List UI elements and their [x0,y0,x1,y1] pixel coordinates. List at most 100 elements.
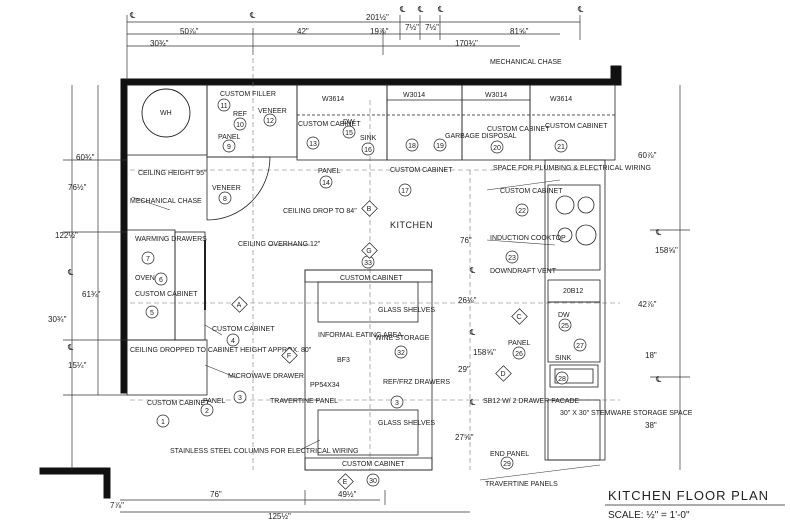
callout-4: 4 [231,338,235,345]
callout-3b: 3 [395,400,399,407]
dim-left-2: 76½" [68,183,87,192]
oven-label: OVEN [135,275,155,282]
callout-5: 5 [150,310,154,317]
sb12-label: SB12 W/ 2 DRAWER FACADE [483,398,580,405]
warming-oven-column [126,229,176,341]
ceiling-drop-label: CEILING DROP TO 84" [283,208,357,215]
bf3-label: BF3 [337,357,350,364]
space-plumbing-label: SPACE FOR PLUMBING & ELECTRICAL WIRING [493,165,651,172]
callout-23: 23 [508,255,516,262]
sink-27-label: SINK [555,355,572,362]
sink-basin [549,364,599,388]
cabinet-labels: MECHANICAL CHASE WH CUSTOM FILLER REF VE… [130,59,693,488]
panel-26-label: PANEL [508,340,531,347]
callout-18: 18 [408,143,416,150]
dim-top-9: 30¾" [150,39,169,48]
dim-top-2: 42" [297,27,309,36]
marker-d: D [500,371,505,378]
island [304,269,433,471]
plan-scale: SCALE: ½" = 1'-0" [608,510,690,521]
stemware-label: 30" X 30" STEMWARE STORAGE SPACE [560,410,693,417]
dim-bottom-2: 49½" [338,490,357,499]
mech-chase-top-label: MECHANICAL CHASE [490,59,562,66]
veneer-top-label: VENEER [258,108,287,115]
callout-17: 17 [401,188,409,195]
custom-cabinet-20-label: CUSTOM CABINET [487,126,550,133]
callout-6: 6 [159,277,163,284]
plan-title: KITCHEN FLOOR PLAN [608,488,769,503]
end-panel-label: END PANEL [490,451,529,458]
callout-29: 29 [503,461,511,468]
cl-11: ℄ [655,375,662,384]
dim-bottom-3: 125½" [268,512,291,521]
dim-int-1: 76" [460,236,472,245]
leader-lines [131,179,601,481]
ceiling-dropped-label: CEILING DROPPED TO CABINET HEIGHT APPROX… [130,347,312,354]
dim-right-5: 38" [645,421,657,430]
custom-cabinet-4-label: CUSTOM CABINET [212,326,275,333]
callout-21: 21 [557,144,565,151]
dim-int-4: 29" [458,365,470,374]
cl-13: ℄ [67,343,74,352]
dim-left-4: 61¾" [82,290,101,299]
section-marker-letters: B G A F C D E [237,206,522,486]
dimension-texts: 50⅞" 42" 201½" 7½" 7½" 19⅞" 170¾" 81⅝" 3… [48,5,678,521]
w3014-a-label: W3014 [403,92,425,99]
left-wall [120,78,128,394]
dim-int-2: 26⅛" [458,296,477,305]
custom-cabinet-13-label: CUSTOM CABINET [298,121,361,128]
glass-shelves-top-box [317,281,419,323]
callout-30: 30 [369,478,377,485]
travertine-panel-label: TRAVERTINE PANEL [270,398,338,405]
marker-a: A [237,302,242,309]
door-swing-icon [206,156,271,221]
callout-16: 16 [364,147,372,154]
left-cabinet-column [126,229,208,396]
dim-right-1: 60⅞" [638,151,657,160]
induction-cooktop-label: INDUCTION COOKTOP [490,235,566,242]
dim-int-3: 158⅝" [473,348,496,357]
wh-closet [126,84,208,156]
bottom-left-wall [39,467,111,475]
microwave-drawer-label: MICROWAVE DRAWER [228,373,304,380]
callout-15: 15 [345,130,353,137]
dw-25-label: DW [558,312,570,319]
pp54-label: PP54X34 [310,382,340,389]
room-name-label: KITCHEN [390,220,433,230]
callout-20: 20 [493,145,501,152]
veneer-8-label: VENEER [212,185,241,192]
custom-cabinet-5-label: CUSTOM CABINET [135,291,198,298]
custom-cabinet-17-label: CUSTOM CABINET [390,167,453,174]
cl-3: ℄ [399,5,406,14]
callout-14: 14 [322,180,330,187]
centerlines [130,50,620,470]
dim-left-1: 60¾" [76,153,95,162]
callout-7: 7 [146,256,150,263]
dim-top-1: 50⅞" [180,27,199,36]
callout-8: 8 [223,196,227,203]
panel-14-label: PANEL [318,168,341,175]
dim-left-6: 15¼" [68,361,87,370]
callout-33: 33 [364,260,372,267]
cl-10: ℄ [655,228,662,237]
dim-top-4: 7½" [405,23,419,32]
cabinet-4-block [174,231,206,341]
dim-right-4: 18" [645,351,657,360]
ref-label: REF [233,111,247,118]
ref-frz-label: REF/FRZ DRAWERS [383,379,450,386]
travertine-panels-label: TRAVERTINE PANELS [485,481,558,488]
callouts [141,98,587,487]
dim-top-6: 19⅞" [370,27,389,36]
custom-cabinet-22-label: CUSTOM CABINET [500,188,563,195]
warming-drawers-label: WARMING DRAWERS [135,236,207,243]
dimension-lines [63,15,690,513]
cl-2: ℄ [129,11,136,20]
cooktop-outline [547,184,601,271]
dim-left-3: 122½" [55,231,78,240]
cl-12: ℄ [67,268,74,277]
top-right-wall-stub [610,65,622,86]
callout-22: 22 [518,208,526,215]
cl-7: ℄ [469,266,476,275]
